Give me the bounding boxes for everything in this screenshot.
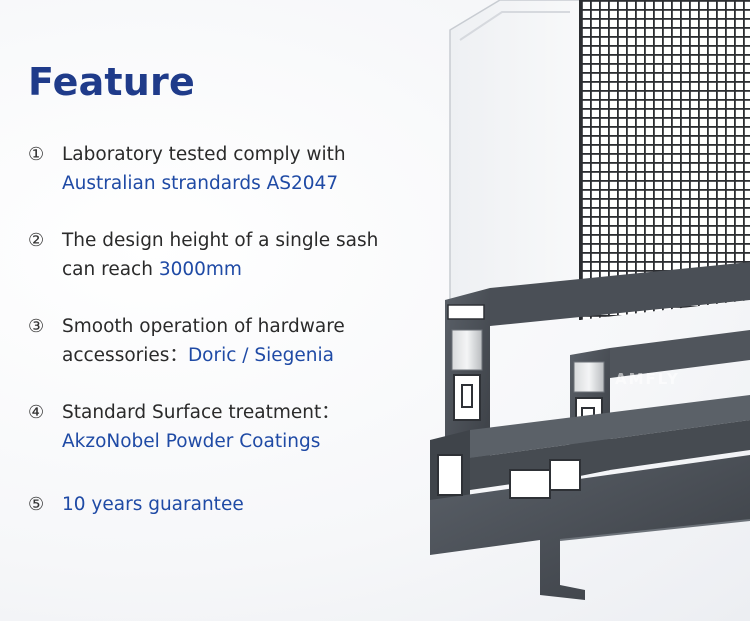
feature-line-2-prefix: can reach [62, 259, 159, 280]
feature-line-2: can reach 3000mm [62, 255, 442, 284]
feature-line-2: accessories：Doric / Siegenia [62, 341, 442, 370]
feature-line-2: Australian strandards AS2047 [62, 169, 442, 198]
feature-line-1: Standard Surface treatment： [62, 402, 340, 423]
feature-text: The design height of a single sash can r… [62, 226, 442, 284]
feature-highlight: 10 years guarantee [62, 494, 244, 515]
feature-text: Standard Surface treatment： AkzoNobel Po… [62, 398, 442, 456]
feature-number: ① [28, 144, 45, 165]
feature-line-2: AkzoNobel Powder Coatings [62, 427, 442, 456]
feature-text: Smooth operation of hardware accessories… [62, 312, 442, 370]
feature-highlight: AkzoNobel Powder Coatings [62, 431, 321, 452]
feature-number: ④ [28, 402, 45, 423]
feature-highlight: Australian strandards AS2047 [62, 173, 339, 194]
outer-frame [430, 395, 750, 600]
window-profile-illustration: AMFLY [430, 0, 750, 600]
feature-number: ③ [28, 316, 45, 337]
page-title: Feature [28, 60, 195, 104]
glass-pane [449, 0, 581, 311]
watermark-text: AMFLY [615, 370, 680, 388]
feature-text: Laboratory tested comply with Australian… [62, 140, 442, 198]
feature-line-1: The design height of a single sash [62, 230, 379, 251]
feature-highlight: 3000mm [158, 259, 242, 280]
feature-number: ② [28, 230, 45, 251]
feature-line-1: 10 years guarantee [62, 490, 442, 519]
insect-mesh-screen [579, 0, 750, 320]
feature-line-2-prefix: accessories： [62, 345, 188, 366]
feature-text: 10 years guarantee [62, 490, 442, 519]
feature-line-1: Laboratory tested comply with [62, 144, 346, 165]
feature-line-1: Smooth operation of hardware [62, 316, 345, 337]
feature-number: ⑤ [28, 494, 45, 515]
feature-highlight: Doric / Siegenia [187, 345, 335, 366]
